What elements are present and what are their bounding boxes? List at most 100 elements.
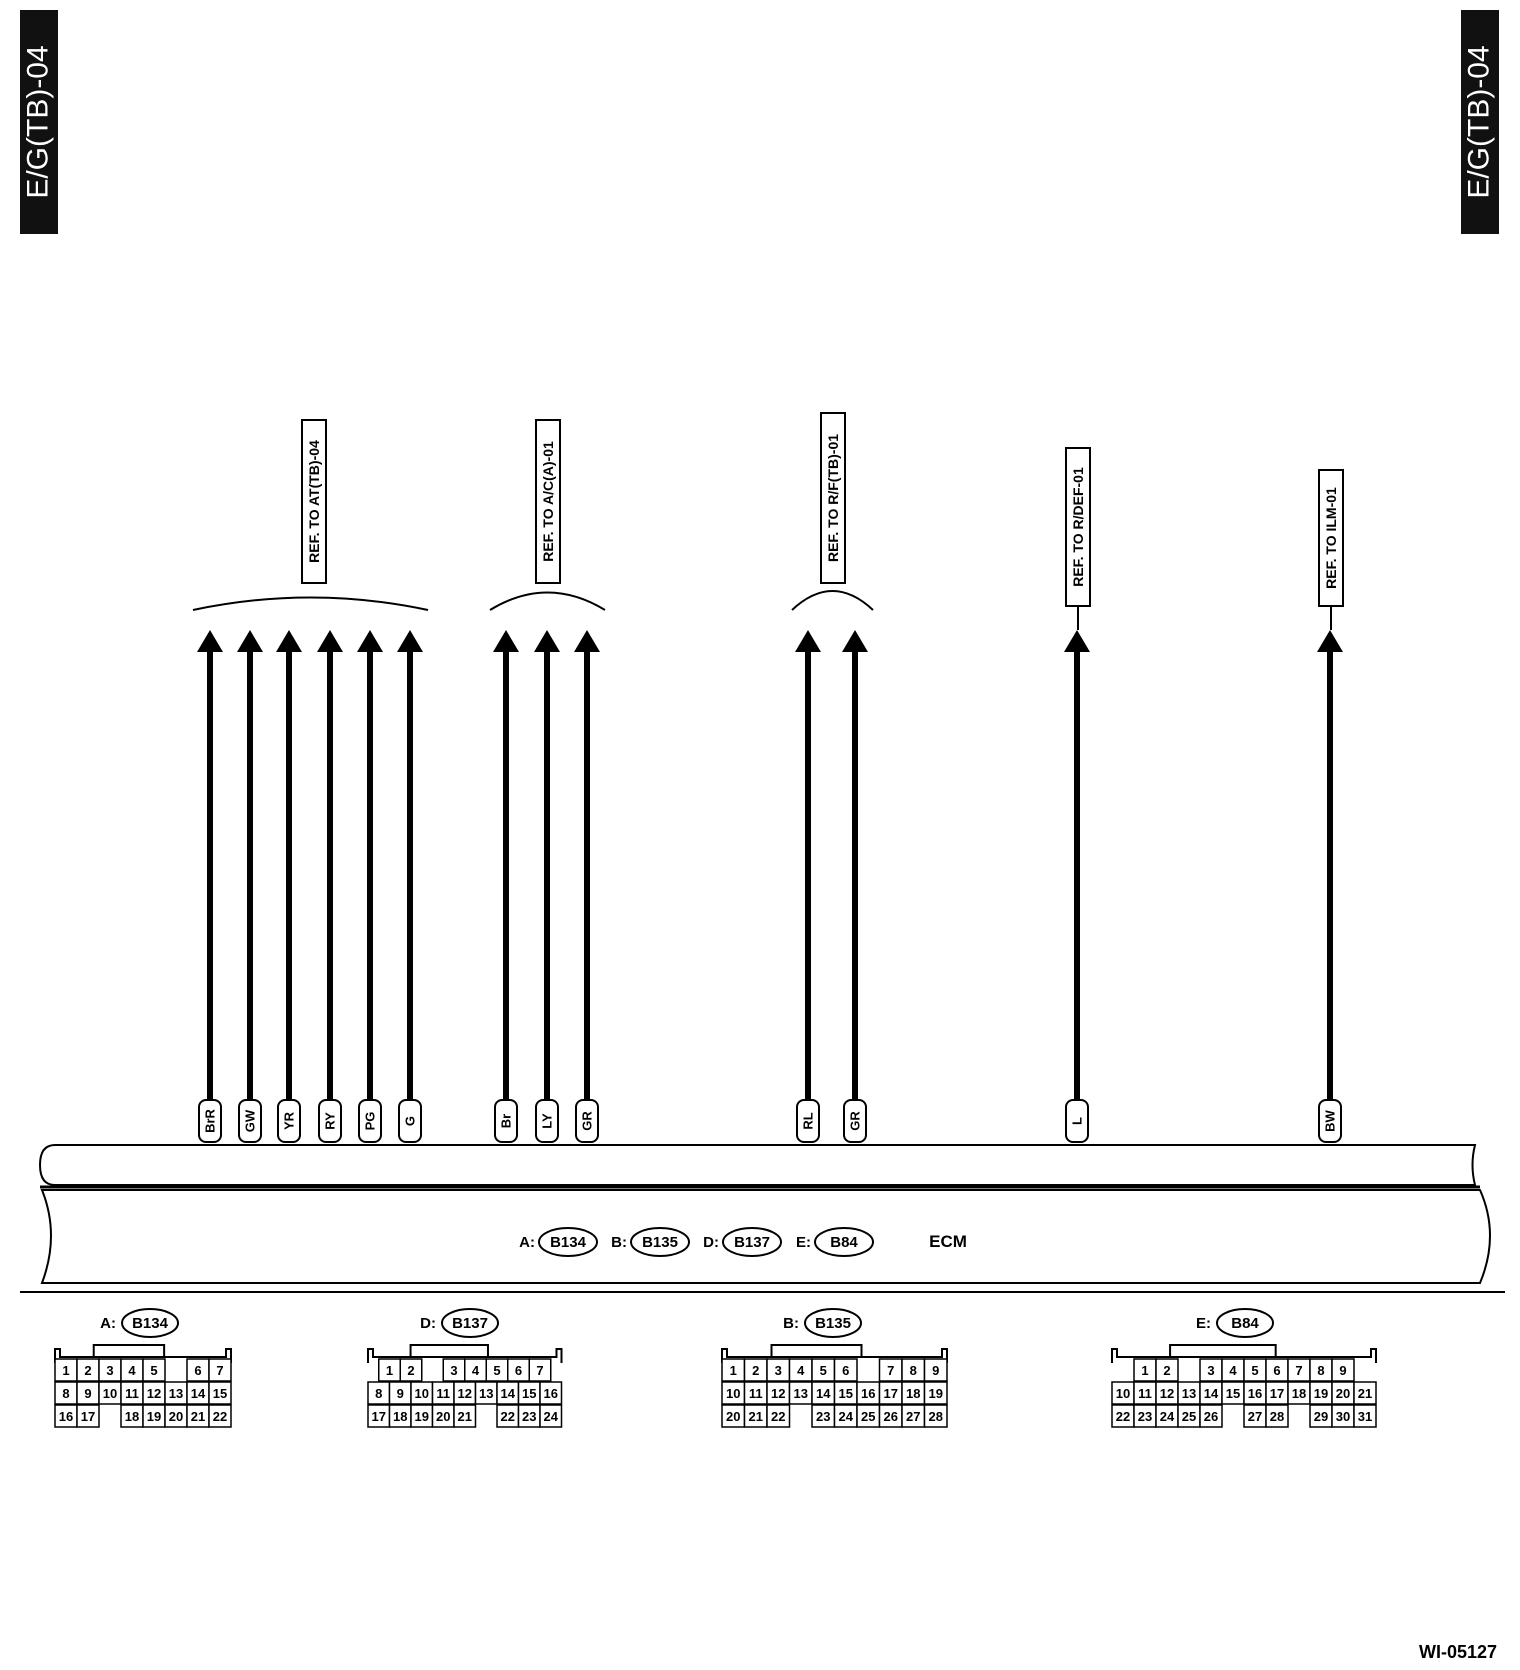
wire[interactable]: BWA17 xyxy=(1317,630,1343,1185)
connector-code: B134 xyxy=(132,1315,169,1332)
pin-number: 20 xyxy=(169,1409,183,1424)
connector-housing xyxy=(721,1348,948,1363)
wire[interactable]: RLE17 xyxy=(795,630,821,1185)
connector-code: B137 xyxy=(734,1234,770,1251)
connector-housing xyxy=(367,1348,563,1363)
connector-letter: B: xyxy=(611,1234,627,1251)
pin-number: 7 xyxy=(216,1363,223,1378)
pin-number: 9 xyxy=(1339,1363,1346,1378)
pin-number: 17 xyxy=(81,1409,95,1424)
pin-number: 19 xyxy=(1314,1386,1328,1401)
pin-number: 22 xyxy=(771,1409,785,1424)
wire[interactable]: PGA18 xyxy=(357,630,383,1185)
pin-number: 4 xyxy=(797,1363,805,1378)
pin-number: 8 xyxy=(910,1363,917,1378)
wire-color-label: PG xyxy=(363,1112,378,1131)
arrow-up-icon xyxy=(357,630,383,652)
pin-number: 6 xyxy=(842,1363,849,1378)
pin-number: 9 xyxy=(932,1363,939,1378)
pin-number: 13 xyxy=(1182,1386,1196,1401)
reference-label[interactable]: REF. TO ILM-01 xyxy=(1323,487,1339,589)
pin-number: 19 xyxy=(147,1409,161,1424)
wire[interactable]: LYA2 xyxy=(534,630,560,1185)
pin-cell xyxy=(1155,1358,1179,1382)
connector-code: B137 xyxy=(452,1315,488,1332)
reference-label[interactable]: REF. TO R/DEF-01 xyxy=(1070,467,1086,587)
pin-number: 20 xyxy=(1336,1386,1350,1401)
connector-letter: D: xyxy=(703,1234,719,1251)
pin-cell xyxy=(142,1358,166,1382)
pin-cell xyxy=(923,1404,948,1428)
pin-number: 3 xyxy=(775,1363,782,1378)
wire-color-label: GR xyxy=(580,1111,595,1131)
pin-number: 15 xyxy=(213,1386,227,1401)
reference-group-3: REF. TO R/F(TB)-01RLE17 GRE28 xyxy=(791,412,874,1185)
wire-color-box xyxy=(238,1099,262,1143)
wire[interactable]: GRA9 xyxy=(574,630,600,1185)
wire[interactable]: GWB28 xyxy=(237,630,263,1185)
wire-color-box xyxy=(494,1099,518,1143)
wire[interactable]: RYA19 xyxy=(317,630,343,1185)
wire-color-box xyxy=(1065,1099,1089,1143)
connector-code-oval xyxy=(121,1308,179,1338)
pin-number: 12 xyxy=(147,1386,161,1401)
pin-number: 25 xyxy=(861,1409,875,1424)
wire-color-label: L xyxy=(1070,1117,1085,1125)
reference-group-1: REF. TO AT(TB)-04BrRB20GWB28YRD14RYA19PG… xyxy=(192,419,429,1185)
wire-color-label: GW xyxy=(243,1109,258,1132)
reference-label[interactable]: REF. TO AT(TB)-04 xyxy=(306,440,322,563)
wire-color-box xyxy=(198,1099,222,1143)
pin-number: 27 xyxy=(906,1409,920,1424)
reference-label-box xyxy=(820,412,846,584)
pin-number: 15 xyxy=(839,1386,853,1401)
ecm-connector-ref: B:B135 xyxy=(611,1227,690,1257)
pin-number: 4 xyxy=(1229,1363,1237,1378)
connector-code: B84 xyxy=(830,1234,858,1251)
page-tag-left: E/G(TB)-04 xyxy=(20,10,58,234)
wire-color-label: BrR xyxy=(203,1108,218,1132)
wire-color-label: Br xyxy=(499,1114,514,1128)
reference-label[interactable]: REF. TO A/C(A)-01 xyxy=(540,441,556,562)
wire-color-box xyxy=(535,1099,559,1143)
pin-number: 18 xyxy=(393,1409,407,1424)
reference-bracket xyxy=(791,590,874,611)
connector-latch xyxy=(409,1344,489,1357)
wire-color-box xyxy=(1318,1099,1342,1143)
pin-number: 22 xyxy=(213,1409,227,1424)
pin-number: 20 xyxy=(436,1409,450,1424)
wire-color-box xyxy=(843,1099,867,1143)
reference-label[interactable]: REF. TO R/F(TB)-01 xyxy=(825,434,841,562)
wire-color-label: GR xyxy=(848,1111,863,1131)
pin-number: 28 xyxy=(1270,1409,1284,1424)
wire[interactable]: BrRB20 xyxy=(197,630,223,1185)
pin-number: 5 xyxy=(1251,1363,1258,1378)
pin-number: 28 xyxy=(929,1409,943,1424)
arrow-up-icon xyxy=(534,630,560,652)
wire[interactable]: GD9 xyxy=(397,630,423,1185)
wire[interactable]: YRD14 xyxy=(276,630,302,1185)
wire-color-box xyxy=(398,1099,422,1143)
pin-number: 2 xyxy=(752,1363,759,1378)
pin-number: 14 xyxy=(816,1386,831,1401)
wire[interactable]: LA3 xyxy=(1064,630,1090,1185)
pin-number: 17 xyxy=(1270,1386,1284,1401)
ecm-connector-ref: E:B84 xyxy=(796,1227,874,1257)
pin-number: 22 xyxy=(501,1409,515,1424)
reference-group-2: REF. TO A/C(A)-01BrE27 LYA2 GRA9 xyxy=(489,419,606,1185)
connector-code-oval xyxy=(804,1308,862,1338)
pin-number: 8 xyxy=(62,1386,69,1401)
pin-number: 2 xyxy=(407,1363,414,1378)
wire[interactable]: GRE28 xyxy=(842,630,868,1185)
pin-number: 7 xyxy=(536,1363,543,1378)
pin-number: 6 xyxy=(194,1363,201,1378)
ecm-connector-ref: D: B137 xyxy=(703,1227,782,1257)
pin-number: 1 xyxy=(62,1363,69,1378)
connector-latch xyxy=(1169,1344,1277,1357)
wire[interactable]: BrE27 xyxy=(493,630,519,1185)
wire-color-box xyxy=(358,1099,382,1143)
wire-color-label: LY xyxy=(540,1113,555,1129)
pin-number: 26 xyxy=(884,1409,898,1424)
connector-letter: E: xyxy=(1196,1315,1211,1332)
